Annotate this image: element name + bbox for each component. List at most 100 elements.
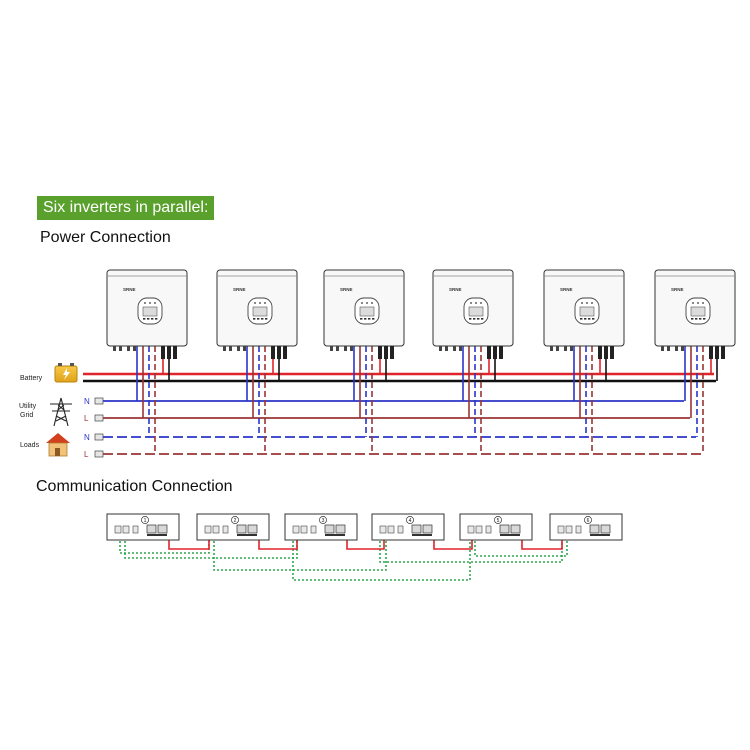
comm-port — [122, 525, 130, 534]
inverter-terminal — [330, 346, 333, 351]
house-icon — [46, 433, 70, 457]
inverter-key — [592, 318, 595, 320]
inverter-screen — [579, 306, 595, 317]
inverter-screen — [142, 306, 158, 317]
inverter-screen — [690, 306, 706, 317]
inverter-terminal — [564, 346, 567, 351]
svg-text:L: L — [84, 414, 89, 423]
inverter-brand: SRNE — [671, 287, 684, 292]
comm-port-label-strip — [500, 534, 520, 536]
comm-unit-3: 3 — [284, 513, 358, 541]
inverter-1: SRNE — [106, 269, 188, 454]
inverter-indicator-led — [366, 302, 368, 304]
comm-unit-number: 6 — [587, 518, 590, 524]
inverter-key — [265, 318, 268, 320]
comm-port — [310, 525, 317, 534]
comm-rj45-port — [411, 524, 422, 534]
inverter-terminal — [459, 346, 462, 351]
inverter-key — [469, 318, 472, 320]
inverter-key — [372, 318, 375, 320]
comm-rj45-port — [422, 524, 433, 534]
load-neutral-marker: N — [84, 433, 104, 442]
inverter-indicator-led — [154, 302, 156, 304]
inverter-dc-connector — [283, 346, 287, 359]
inverter-terminal — [243, 346, 246, 351]
inverter-terminal — [681, 346, 684, 351]
inverter-dc-connector — [378, 346, 382, 359]
svg-text:N: N — [84, 397, 90, 406]
comm-unit-4: 4 — [371, 513, 445, 541]
comm-rj45-port — [146, 524, 157, 534]
inverter-indicator-led — [480, 302, 482, 304]
comm-rj45-port — [589, 524, 600, 534]
comm-port-label-strip — [325, 534, 345, 536]
comm-link-green-3 — [213, 541, 387, 571]
comm-port — [387, 525, 395, 534]
inverter-indicator-led — [144, 302, 146, 304]
comm-port — [485, 525, 492, 534]
inverter-key — [695, 318, 698, 320]
comm-port — [212, 525, 220, 534]
inverter-dc-connector — [721, 346, 725, 359]
comm-unit-number: 3 — [322, 518, 325, 524]
comm-link-green-4 — [292, 541, 471, 581]
inverter-dc-connector — [271, 346, 275, 359]
comm-unit-1: 1 — [106, 513, 180, 541]
comm-link-red-5 — [521, 540, 563, 550]
inverter-terminal — [350, 346, 353, 351]
comm-link-red-4 — [433, 540, 473, 550]
comm-rj45-port — [510, 524, 521, 534]
comm-port-label-strip — [412, 534, 432, 536]
inverter-indicator-led — [254, 302, 256, 304]
inverter-4: SRNE — [432, 269, 514, 454]
inverter-key — [481, 318, 484, 320]
inverter-terminal — [344, 346, 347, 351]
inverter-dc-connector — [709, 346, 713, 359]
utility-tower-icon — [50, 397, 72, 427]
inverter-screen — [468, 306, 484, 317]
inverter-indicator-led — [586, 302, 588, 304]
inverter-indicator-led — [702, 302, 704, 304]
comm-unit-number-badge — [319, 516, 327, 524]
inverter-key — [147, 318, 150, 320]
inverter-dc-connector — [384, 346, 388, 359]
inverter-key — [143, 318, 146, 320]
grid-line-marker: L — [84, 414, 104, 423]
comm-unit-6: 6 — [549, 513, 623, 541]
inverter-terminal — [127, 346, 130, 351]
inverter-terminal — [223, 346, 226, 351]
comm-rj45-port — [247, 524, 258, 534]
inverter-brand: SRNE — [560, 287, 573, 292]
inverter-dc-connector — [390, 346, 394, 359]
inverter-indicator-led — [259, 302, 261, 304]
comm-port — [292, 525, 300, 534]
comm-port — [114, 525, 122, 534]
grid-neutral-marker: N — [84, 397, 104, 406]
comm-unit-2: 2 — [196, 513, 270, 541]
comm-link-green-5 — [379, 541, 563, 563]
inverter-terminal — [336, 346, 339, 351]
inverter-dc-connector — [161, 346, 165, 359]
inverter-key — [691, 318, 694, 320]
inverter-terminal — [550, 346, 553, 351]
communication-connection-heading: Communication Connection — [36, 478, 233, 495]
inverter-dc-connector — [499, 346, 503, 359]
comm-port — [379, 525, 387, 534]
comm-unit-number-badge — [584, 516, 592, 524]
inverter-dc-connector — [277, 346, 281, 359]
inverter-indicator-led — [692, 302, 694, 304]
load-line-marker: L — [84, 450, 104, 459]
comm-unit-number-badge — [141, 516, 149, 524]
battery-icon — [54, 363, 78, 383]
inverter-key — [588, 318, 591, 320]
comm-unit-number: 2 — [234, 518, 237, 524]
comm-rj45-port — [324, 524, 335, 534]
inverter-6: SRNE — [654, 269, 736, 454]
inverter-terminal — [570, 346, 573, 351]
inverter-indicator-led — [591, 302, 593, 304]
comm-unit-number: 5 — [497, 518, 500, 524]
svg-text:N: N — [84, 433, 90, 442]
title-badge: Six inverters in parallel: — [37, 196, 215, 220]
inverter-terminal — [229, 346, 232, 351]
